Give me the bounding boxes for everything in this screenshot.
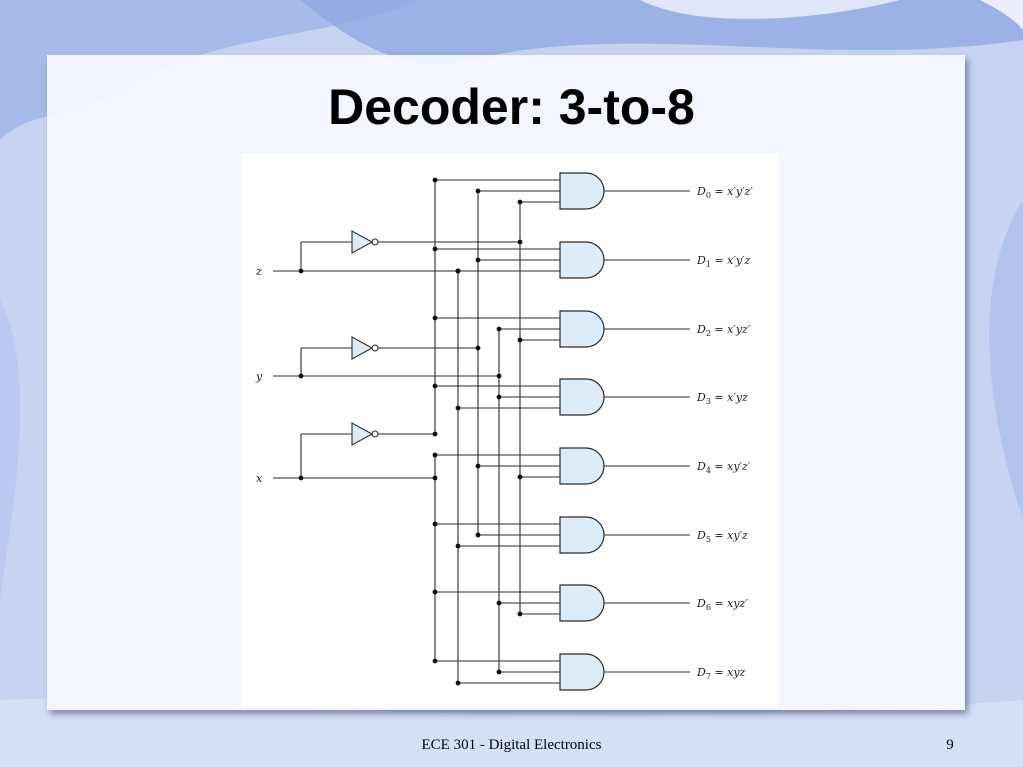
inverter-y-triangle [351, 336, 374, 360]
gate-4-input-2-junction [517, 474, 523, 480]
input-x-tap-junction [298, 475, 304, 481]
output-5-subscript: 5 [706, 535, 711, 544]
inverter-x-bubble [371, 430, 379, 438]
output-7-subscript: 7 [706, 672, 711, 681]
output-6-expression: = xyz′ [711, 597, 748, 610]
output-0-name: D [696, 185, 706, 198]
and-gate-3 [559, 378, 605, 416]
output-2-expression: = x′yz′ [711, 323, 751, 336]
output-0-expression: = x′y′z′ [711, 185, 753, 198]
gate-2-input-2-junction [517, 337, 523, 343]
output-4-subscript: 4 [706, 466, 711, 475]
output-label-0: D0 = x′y′z′ [696, 185, 753, 200]
gate-5-input-2-junction [455, 543, 461, 549]
inverter-z-triangle [351, 230, 374, 254]
output-7-expression: = xyz [711, 666, 746, 679]
inverter-y-bubble [371, 344, 379, 352]
gate-3-input-2-junction [455, 405, 461, 411]
wires [273, 179, 690, 684]
output-0-subscript: 0 [706, 191, 711, 200]
inverter-x-triangle [351, 422, 374, 446]
gate-5-input-1-junction [475, 532, 481, 538]
output-label-2: D2 = x′yz′ [696, 323, 751, 338]
input-x-bus-junction [432, 475, 438, 481]
output-5-name: D [696, 529, 706, 542]
and-gate-2 [559, 310, 605, 348]
and-gate-4 [559, 447, 605, 485]
gate-6-input-2-junction [517, 611, 523, 617]
gate-2-input-1-junction [496, 326, 502, 332]
input-z-bus-junction [455, 268, 461, 274]
input-y-bus-junction [496, 373, 502, 379]
footer-course-name: ECE 301 - Digital Electronics [421, 737, 602, 753]
output-1-subscript: 1 [706, 260, 711, 269]
gate-0-input-0-junction [432, 177, 438, 183]
and-gate-1 [559, 241, 605, 279]
gate-6-input-1-junction [496, 600, 502, 606]
input-label-y: y [255, 370, 263, 383]
gate-5-input-0-junction [432, 521, 438, 527]
output-5-expression: = xy′z [711, 529, 748, 542]
and-gate-0 [559, 172, 605, 210]
gate-7-input-0-junction [432, 658, 438, 664]
output-1-name: D [696, 254, 706, 267]
output-6-name: D [696, 597, 706, 610]
and-gate-7 [559, 653, 605, 691]
gate-0-input-1-junction [475, 188, 481, 194]
input-label-z: z [255, 265, 262, 278]
output-2-name: D [696, 323, 706, 336]
output-label-7: D7 = xyz [696, 666, 746, 681]
slide-title: Decoder: 3-to-8 [328, 79, 695, 135]
and-gate-6 [559, 584, 605, 622]
gates [351, 172, 605, 691]
gate-4-input-0-junction [432, 452, 438, 458]
output-label-1: D1 = x′y′z [696, 254, 751, 269]
output-label-6: D6 = xyz′ [696, 597, 748, 612]
output-7-name: D [696, 666, 706, 679]
gate-7-input-1-junction [496, 669, 502, 675]
gate-4-input-1-junction [475, 463, 481, 469]
gate-2-input-0-junction [432, 315, 438, 321]
output-label-4: D4 = xy′z′ [696, 460, 751, 475]
inverter-y-bus-junction [475, 345, 481, 351]
output-3-expression: = x′yz [711, 391, 748, 404]
gate-1-input-0-junction [432, 246, 438, 252]
gate-7-input-2-junction [455, 680, 461, 686]
inverter-z-bubble [371, 238, 379, 246]
inverter-x-bus-junction [432, 431, 438, 437]
output-label-3: D3 = x′yz [696, 391, 748, 406]
gate-1-input-1-junction [475, 257, 481, 263]
gate-0-input-2-junction [517, 199, 523, 205]
output-2-subscript: 2 [706, 329, 711, 338]
gate-6-input-0-junction [432, 589, 438, 595]
input-label-x: x [256, 472, 263, 485]
and-gate-5 [559, 516, 605, 554]
output-4-expression: = xy′z′ [711, 460, 751, 473]
gate-3-input-1-junction [496, 394, 502, 400]
output-label-5: D5 = xy′z [696, 529, 748, 544]
output-1-expression: = x′y′z [711, 254, 751, 267]
input-z-tap-junction [298, 268, 304, 274]
output-3-subscript: 3 [706, 397, 711, 406]
footer-page-number: 9 [946, 737, 954, 753]
inverter-z-bus-junction [517, 239, 523, 245]
output-6-subscript: 6 [706, 603, 711, 612]
output-3-name: D [696, 391, 706, 404]
junction-dots [298, 177, 523, 686]
output-4-name: D [696, 460, 706, 473]
gate-3-input-0-junction [432, 383, 438, 389]
input-y-tap-junction [298, 373, 304, 379]
